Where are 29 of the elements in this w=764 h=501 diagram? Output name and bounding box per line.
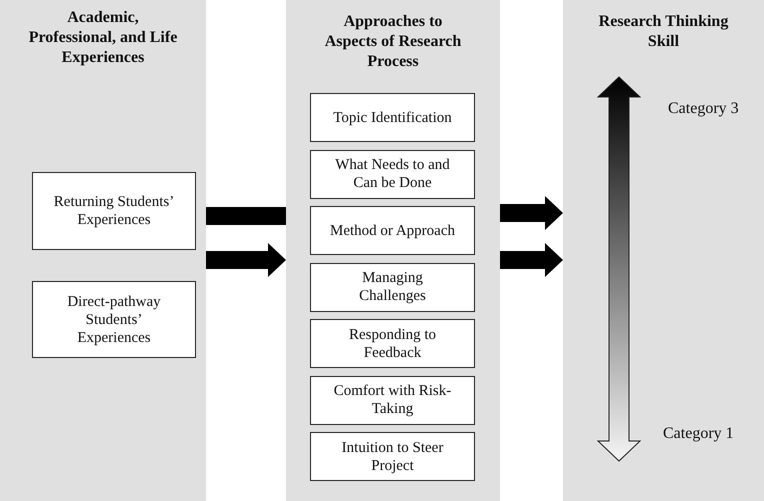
block-arrow (500, 196, 563, 230)
column-panel (286, 0, 500, 501)
column-heading: Approaches to Aspects of Research Process (324, 12, 462, 72)
process-box (310, 262, 475, 312)
column-heading: Research Thinking Skill (598, 12, 730, 52)
process-box (310, 432, 475, 481)
box-text: Returning Students’ Experiences (52, 193, 176, 229)
box-text: What Needs to and Can be Done (334, 156, 451, 192)
process-box (310, 206, 475, 255)
box-text: Comfort with Risk-Taking (332, 382, 452, 418)
scale-label: Category 3 (668, 100, 739, 118)
box-text: Managing Challenges (358, 269, 427, 305)
box-text: Responding to Feedback (348, 326, 438, 362)
box-text: Method or Approach (330, 222, 455, 240)
column-panel (563, 0, 764, 501)
scale-label: Category 1 (663, 425, 734, 443)
box-text: Topic Identification (333, 108, 452, 126)
box-text: Intuition to Steer Project (340, 438, 444, 474)
process-box (310, 150, 475, 198)
process-box (32, 281, 196, 358)
process-box (310, 376, 475, 424)
process-box (32, 172, 196, 250)
box-text: Direct-pathway Students’ Experiences (66, 292, 162, 346)
column-panel (0, 0, 206, 501)
column-heading: Academic, Professional, and Life Experiences (28, 8, 178, 68)
block-arrow (500, 243, 563, 277)
process-box (310, 319, 475, 368)
block-arrow (206, 243, 286, 277)
process-box (310, 93, 475, 142)
